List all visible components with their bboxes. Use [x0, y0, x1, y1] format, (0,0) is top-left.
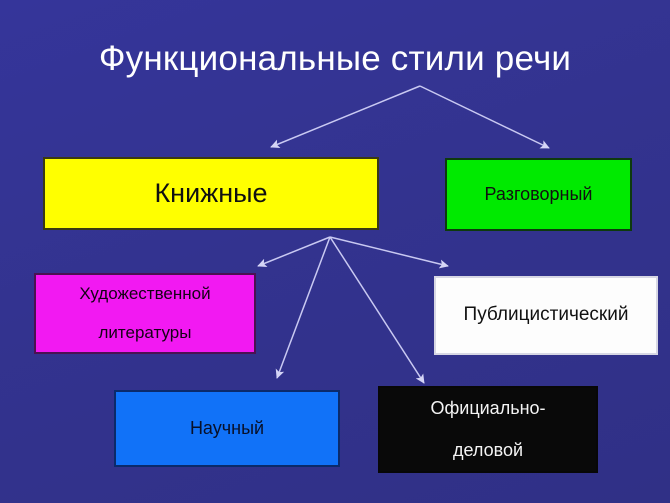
node-bookish[interactable]: Книжные [43, 157, 379, 230]
node-bookish-label: Книжные [154, 177, 268, 208]
node-fiction-literature[interactable]: Художественной литературы [34, 273, 256, 354]
node-fiction-label-line2: литературы [98, 323, 192, 343]
node-official-label: Официально- деловой [418, 398, 557, 461]
page-title: Функциональные стили речи [98, 39, 572, 78]
node-colloquial-label: Разговорный [484, 184, 593, 205]
arrow-bookish-to-fiction [257, 236, 331, 268]
node-official-label-line1: Официально- [430, 398, 546, 419]
node-publicistic-label: Публицистический [463, 304, 629, 326]
node-scientific-label: Научный [189, 418, 265, 439]
node-publicistic[interactable]: Публицистический [434, 276, 658, 355]
arrow-bookish-to-scientific [275, 236, 331, 379]
node-official-business[interactable]: Официально- деловой [378, 386, 598, 473]
arrow-bookish-to-official [329, 236, 425, 384]
node-scientific[interactable]: Научный [114, 390, 340, 467]
arrow-root-to-bookish [270, 85, 421, 148]
node-colloquial[interactable]: Разговорный [445, 158, 632, 231]
node-fiction-label: Художественной литературы [67, 284, 222, 343]
node-fiction-label-line1: Художественной [79, 283, 211, 303]
arrow-root-to-colloquial [419, 85, 550, 149]
node-official-label-line2: деловой [452, 439, 524, 460]
arrow-bookish-to-publicistic [329, 236, 449, 269]
